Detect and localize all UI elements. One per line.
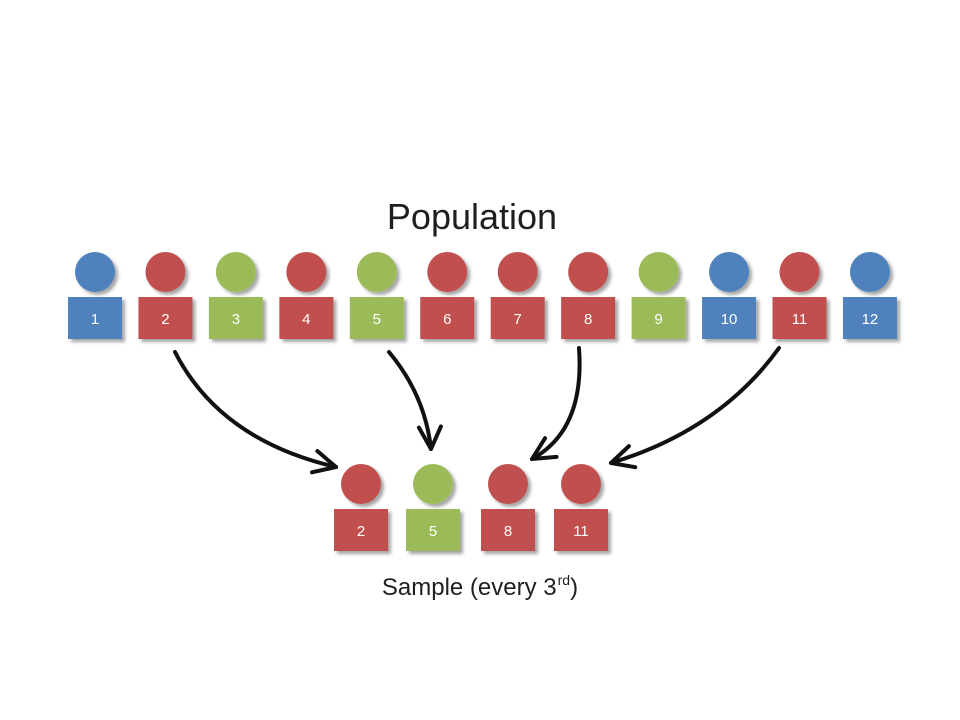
person-body [208, 297, 263, 339]
person-body [406, 509, 460, 551]
selection-arrow [530, 346, 582, 461]
population-person: 3 [208, 252, 263, 339]
person-number: 4 [302, 311, 310, 328]
population-person: 12 [842, 252, 897, 339]
person-body [279, 297, 334, 339]
person-number: 2 [161, 311, 169, 328]
person-head [568, 252, 609, 292]
person-number: 3 [232, 311, 240, 328]
person-head [561, 464, 601, 504]
population-person: 2 [138, 252, 193, 339]
arrow-head [416, 424, 443, 451]
person-number: 5 [373, 311, 381, 328]
person-number: 9 [654, 311, 662, 328]
population-person: 1 [68, 252, 122, 339]
person-head [709, 252, 750, 292]
person-head [779, 252, 820, 292]
person-body [138, 297, 193, 339]
person-number: 8 [504, 523, 512, 540]
selection-arrow [609, 346, 781, 465]
person-head [75, 252, 115, 292]
person-body [631, 297, 686, 339]
person-body [561, 297, 616, 339]
population-person: 6 [420, 252, 475, 339]
population-person: 8 [561, 252, 616, 339]
population-person: 4 [279, 252, 334, 339]
arrow-head [530, 436, 559, 461]
caption-text: Sample (every 3 [381, 574, 557, 601]
person-head [638, 252, 679, 292]
population-person: 7 [490, 252, 545, 339]
person-body [702, 297, 757, 339]
person-body [842, 297, 897, 339]
person-body [420, 297, 475, 339]
person-number: 1 [91, 311, 99, 328]
selection-arrow [173, 350, 338, 469]
person-head [341, 464, 381, 504]
person-head [488, 464, 528, 504]
population-person: 9 [631, 252, 686, 339]
sample-person: 11 [554, 464, 608, 551]
person-body [481, 509, 535, 551]
person-number: 5 [429, 523, 437, 540]
population-person: 5 [349, 252, 404, 339]
person-number: 12 [862, 311, 879, 328]
sample-person: 8 [481, 464, 535, 551]
person-head [413, 464, 453, 504]
sample-person: 2 [334, 464, 388, 551]
person-body [334, 509, 388, 551]
arrow-head [609, 444, 638, 470]
sample-person: 5 [406, 464, 460, 551]
person-head [497, 252, 538, 292]
person-body [68, 297, 122, 339]
arrow-head [309, 448, 338, 475]
person-number: 2 [357, 523, 365, 540]
person-head [427, 252, 468, 292]
arrows-group [173, 346, 781, 475]
person-head [849, 252, 890, 292]
caption-close: ) [570, 574, 579, 601]
person-head [215, 252, 256, 292]
person-number: 8 [584, 311, 592, 328]
population-title: Population [386, 196, 558, 237]
selection-arrow [387, 350, 433, 451]
person-body [349, 297, 404, 339]
person-head [145, 252, 186, 292]
person-body [772, 297, 827, 339]
population-person: 11 [772, 252, 827, 339]
person-number: 11 [792, 311, 808, 328]
person-number: 6 [443, 311, 451, 328]
person-body [554, 509, 608, 551]
person-head [286, 252, 327, 292]
population-person: 10 [702, 252, 757, 339]
person-number: 10 [721, 311, 738, 328]
person-body [490, 297, 545, 339]
person-head [356, 252, 397, 292]
person-number: 7 [514, 311, 522, 328]
caption-ordinal-suffix: rd [557, 572, 571, 588]
person-number: 11 [573, 523, 589, 540]
sample-caption: Sample (every 3rd) [0, 572, 960, 602]
